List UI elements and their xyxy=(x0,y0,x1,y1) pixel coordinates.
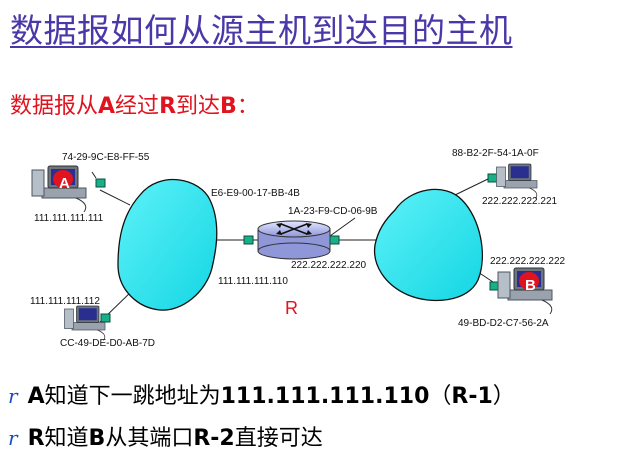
host-a-mac: 74-29-9C-E8-FF-55 xyxy=(62,152,150,163)
router-port2-ip: 222.222.222.220 xyxy=(291,260,367,271)
bullet-2-part6: 直接可达 xyxy=(234,426,323,451)
bullet-1-part6: ） xyxy=(492,384,515,409)
subtitle-to: 到达 xyxy=(176,94,221,119)
host-a xyxy=(31,165,87,213)
bullet-1-part3: 111.111.111.110 xyxy=(220,384,430,409)
bullet-marker: r xyxy=(8,426,18,450)
link-lan2-host221 xyxy=(454,177,491,196)
host-112-mac: CC-49-DE-D0-AB-7D xyxy=(60,338,156,349)
router xyxy=(257,220,331,260)
lan-cloud-right xyxy=(373,188,484,302)
subtitle-src: A xyxy=(98,94,116,119)
router-port2-mac: 1A-23-F9-CD-06-9B xyxy=(288,206,378,217)
subtitle: 数据报从A经过R到达B： xyxy=(10,88,259,120)
host-221 xyxy=(496,163,538,199)
adapter-host-221 xyxy=(487,173,498,183)
router-port1-ip: 111.111.111.110 xyxy=(218,276,288,287)
bullet-1-part1: A xyxy=(27,384,45,409)
subtitle-suffix: ： xyxy=(236,94,259,119)
bullet-2-part1: R xyxy=(27,426,45,451)
adapter-router-port1 xyxy=(243,235,254,245)
host-221-ip: 222.222.222.221 xyxy=(482,196,558,207)
lan-cloud-left xyxy=(117,178,218,311)
bullet-2-part2: 知道 xyxy=(44,426,89,451)
router-label: R xyxy=(285,298,298,318)
bullet-1-part2: 知道下一跳地址为 xyxy=(44,384,221,409)
subtitle-dst: B xyxy=(220,94,237,119)
host-a-ip: 111.111.111.111 xyxy=(34,213,104,224)
subtitle-via: R xyxy=(159,94,177,119)
adapter-router-port2 xyxy=(329,235,340,245)
host-b xyxy=(497,267,553,315)
host-b-letter: B xyxy=(525,277,536,294)
bullet-2-part4: 从其端口 xyxy=(105,426,194,451)
adapter-host-a xyxy=(95,178,106,188)
bullet-1-part5: R-1 xyxy=(451,384,493,409)
bullet-marker: r xyxy=(8,384,18,408)
host-112-ip: 111.111.111.112 xyxy=(30,296,100,307)
subtitle-prefix: 数据报从 xyxy=(10,94,99,119)
host-112 xyxy=(64,305,106,341)
bullet-2-part3: B xyxy=(88,426,106,451)
page-title: 数据报如何从源主机到达目的主机 xyxy=(10,11,513,50)
subtitle-mid: 经过 xyxy=(115,94,160,119)
host-a-letter: A xyxy=(59,175,70,192)
host-b-ip: 222.222.222.222 xyxy=(490,256,566,267)
link-a-lan1 xyxy=(99,189,131,206)
host-221-mac: 88-B2-2F-54-1A-0F xyxy=(452,148,539,159)
router-port1-mac: E6-E9-00-17-BB-4B xyxy=(211,188,300,199)
mac-pointer-a xyxy=(91,171,97,179)
adapter-host-112 xyxy=(100,313,111,323)
bullet-1-part4: （ xyxy=(429,384,452,409)
bullet-2-part5: R-2 xyxy=(193,426,235,451)
mac-pointer-router2 xyxy=(329,217,356,237)
host-b-mac: 49-BD-D2-C7-56-2A xyxy=(458,318,549,329)
